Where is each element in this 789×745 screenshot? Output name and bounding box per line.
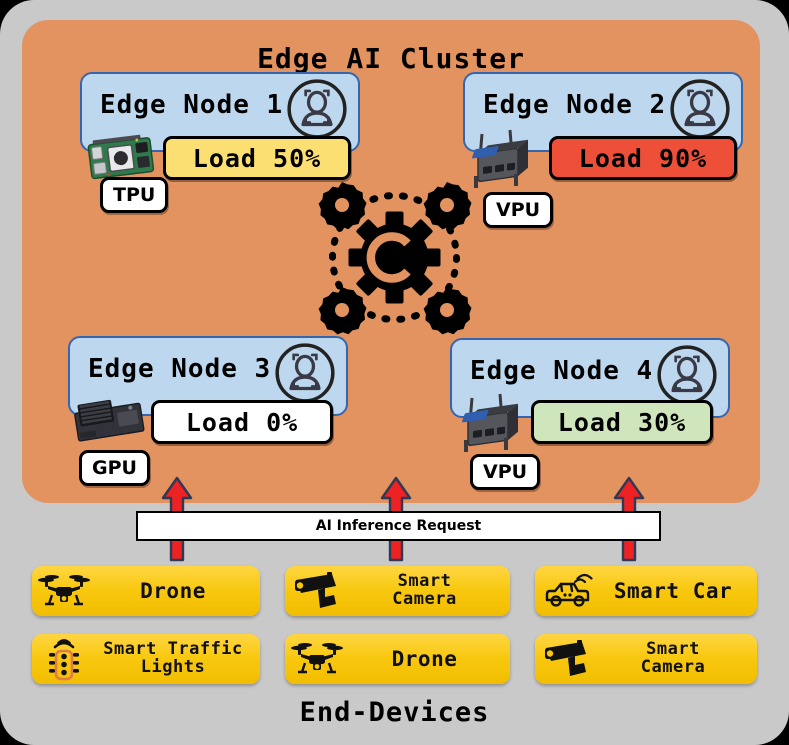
- edge-gateway-router-icon: [462, 126, 536, 202]
- edge-node-3-label: Edge Node 3: [88, 354, 272, 384]
- end-device-label: Drone: [140, 578, 206, 603]
- end-device-label: Smart Camera: [392, 571, 457, 609]
- person-circle-icon: [654, 342, 720, 408]
- edge-node-3-load-badge: Load 0%: [151, 400, 333, 444]
- edge-node-2-load-badge: Load 90%: [549, 136, 737, 180]
- edge-node-2-accelerator-tag: VPU: [483, 192, 554, 228]
- cctv-camera-icon: [539, 636, 595, 682]
- edge-node-4-accelerator-tag: VPU: [470, 454, 541, 490]
- edge-node-4-label: Edge Node 4: [470, 356, 654, 386]
- person-circle-icon: [272, 340, 338, 406]
- gears-orchestration-icon: [313, 176, 476, 339]
- person-circle-icon: [284, 76, 350, 142]
- end-device-smart-car[interactable]: Smart Car: [535, 566, 757, 616]
- end-device-label: Smart Car: [613, 578, 733, 603]
- edge-node-4-load-badge: Load 30%: [531, 400, 713, 444]
- edge-gateway-router-icon: [452, 390, 526, 466]
- cluster-title: Edge AI Cluster: [257, 42, 525, 75]
- end-device-drone-2[interactable]: Drone: [285, 634, 510, 684]
- end-device-label: Drone: [391, 646, 458, 671]
- drone-icon: [289, 636, 345, 682]
- end-devices-title: End-Devices: [299, 697, 490, 728]
- raspberry-pi-board-icon: [85, 133, 159, 189]
- edge-node-1-accelerator-tag: TPU: [100, 177, 169, 213]
- smart-car-icon: [539, 568, 595, 614]
- drone-icon: [36, 568, 92, 614]
- end-device-drone-1[interactable]: Drone: [32, 566, 260, 616]
- ai-inference-request-bar: AI Inference Request: [136, 511, 661, 541]
- person-circle-icon: [667, 76, 733, 142]
- end-device-label: Smart Camera: [640, 639, 706, 677]
- edge-node-2-label: Edge Node 2: [483, 90, 667, 120]
- edge-node-1-load-badge: Load 50%: [163, 136, 351, 180]
- end-device-smart-traffic-lights[interactable]: Smart Traffic Lights: [32, 634, 260, 684]
- edge-node-1-label: Edge Node 1: [100, 90, 284, 120]
- cctv-camera-icon: [289, 568, 345, 614]
- traffic-light-icon: [36, 636, 92, 682]
- end-device-smart-camera-2[interactable]: Smart Camera: [535, 634, 757, 684]
- end-device-smart-camera-1[interactable]: Smart Camera: [285, 566, 510, 616]
- gpu-board-icon: [70, 394, 150, 450]
- edge-node-3-accelerator-tag: GPU: [79, 450, 150, 486]
- end-device-label: Smart Traffic Lights: [103, 639, 243, 677]
